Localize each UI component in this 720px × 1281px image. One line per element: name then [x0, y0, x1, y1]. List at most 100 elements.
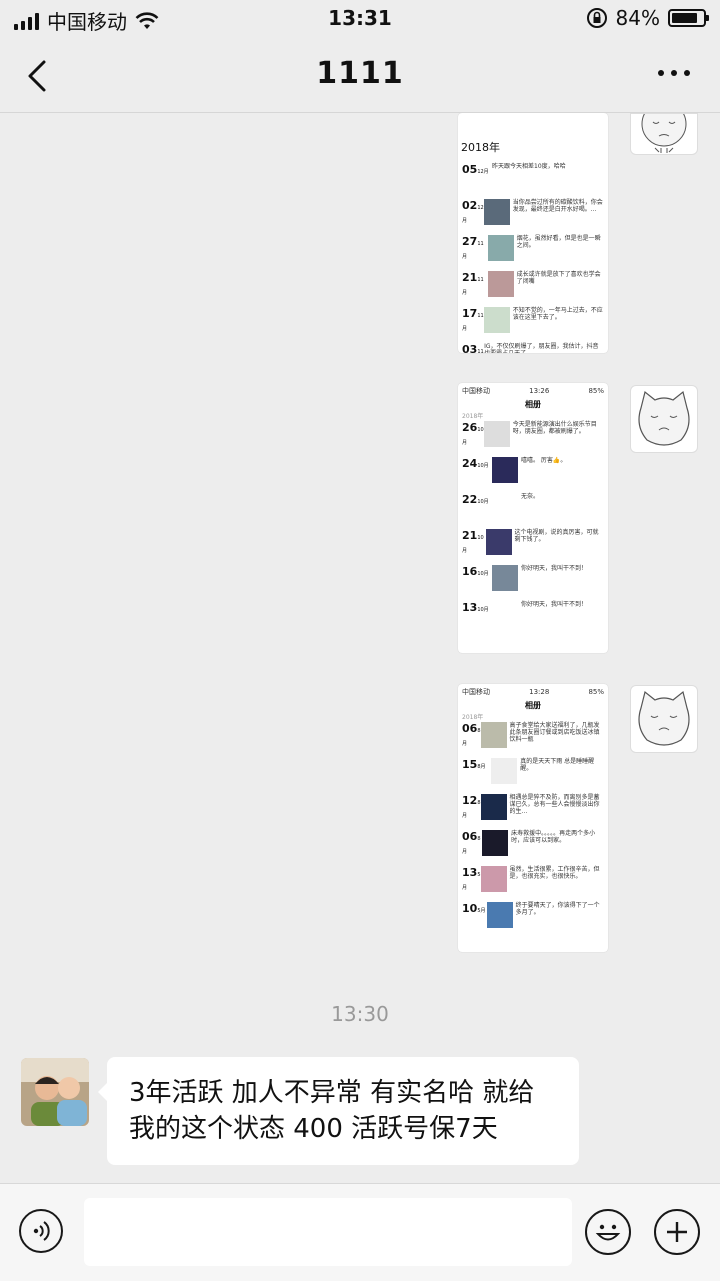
screenshot-entry: 128月 相遇总是猝不及防，而离别多是蓄谋已久，总有一些人会慢慢淡出你的生... — [458, 794, 608, 828]
entry-thumbnail — [492, 493, 518, 519]
children-photo-avatar-icon — [21, 1058, 89, 1126]
entry-text: 烟花，虽然好看，但是也是一瞬之间。 — [516, 235, 601, 249]
screenshot-year: 2018年 — [462, 714, 484, 721]
status-left: 中国移动 — [14, 6, 159, 35]
entry-date: 0512月 — [462, 163, 489, 176]
image-message[interactable]: 中国移动 13:28 85% 相册 2018年 068月 高子食堂给大家送福利了，… — [458, 684, 608, 952]
friend-avatar[interactable] — [21, 1058, 89, 1126]
entry-date: 1310月 — [462, 601, 489, 614]
entry-text: 无奈。 — [521, 493, 540, 500]
entry-date: 1711月 — [462, 307, 484, 332]
screenshot-entry: 2410月 嘻嘻。 厉害👍。 — [458, 457, 608, 491]
wifi-icon — [135, 11, 159, 29]
entry-text: 成长或许就是放下了喜欢也学会了闭嘴 — [516, 271, 601, 285]
entry-thumbnail — [483, 307, 510, 333]
entry-text: 虽然，生活很累，工作很辛苦，但是，也很充实，也很快乐。 — [509, 866, 600, 880]
friend-message-bubble[interactable]: 3年活跃 加人不异常 有实名哈 就给我的这个状态 400 活跃号保7天 — [98, 1057, 579, 1165]
entry-thumbnail — [480, 866, 507, 892]
back-arrow-icon[interactable] — [18, 56, 58, 96]
voice-icon — [33, 1221, 50, 1241]
entry-thumbnail — [487, 271, 514, 297]
entry-thumbnail — [480, 794, 507, 820]
entry-text: 床寿救援中。。。。。再走两个多小时，应该可以到家。 — [511, 830, 596, 844]
entry-date: 128月 — [462, 794, 481, 819]
screenshot-entry: 158月真的是天天下雨 总是睡睡醒醒。 — [458, 758, 608, 792]
screenshot-year-title: 2018年 — [461, 141, 500, 154]
battery-icon — [668, 9, 709, 27]
entry-text: 终于要晴天了，你该得下了一个多月了。 — [515, 902, 600, 916]
emoji-button[interactable] — [585, 1209, 631, 1255]
entry-date: 0311月 — [462, 343, 484, 353]
screenshot-status-bar: 中国移动 13:26 85% — [462, 387, 604, 395]
self-avatar[interactable] — [630, 113, 698, 155]
entry-date: 158月 — [462, 758, 486, 771]
entry-date: 068月 — [462, 830, 481, 855]
entry-thumbnail — [492, 601, 518, 627]
entry-thumbnail — [486, 902, 513, 928]
carrier-label: 中国移动 — [47, 10, 127, 34]
status-bar: 中国移动 13:31 84% — [0, 0, 720, 40]
entry-text: 相遇总是猝不及防，而离别多是蓄谋已久，总有一些人会慢慢淡出你的生... — [509, 794, 600, 815]
screenshot-entry: 0512月昨天跟今天相差10度，哈哈 — [458, 163, 608, 197]
entry-text: 高子食堂给大家送福利了，几瓶发此条朋友圈订餐或到店吃饭送冰镇饮料一瓶 — [509, 722, 600, 743]
screenshot-title: 相册 — [525, 400, 541, 409]
entry-thumbnail — [492, 457, 518, 483]
entry-thumbnail — [480, 722, 507, 748]
screenshot-entry: 0311月IG，不仅仅刷爆了，朋友圈，我估计，抖音也要霸占几天了。 — [458, 343, 608, 353]
screenshot-entry: 105月 终于要晴天了，你该得下了一个多月了。 — [458, 902, 608, 936]
entry-date: 1610月 — [462, 565, 489, 578]
entry-date: 2110月 — [462, 529, 484, 554]
battery-percent: 84% — [615, 6, 660, 30]
screenshot-entry: 0212月 当你品尝过所有的碳酸饮料，你会发现，最终还是白开水好喝。... — [458, 199, 608, 233]
crying-cat-avatar-icon — [641, 113, 687, 153]
message-input[interactable] — [84, 1198, 572, 1266]
entry-text: 这个电视剧，说的真厉害，可就剩下钱了。 — [514, 529, 599, 543]
crying-cat-avatar-icon — [638, 690, 690, 746]
entry-text: 你好明天，我叫干不到！ — [521, 565, 588, 572]
voice-input-button[interactable] — [19, 1209, 63, 1253]
entry-thumbnail — [491, 758, 518, 784]
signal-icon — [14, 12, 39, 30]
screenshot-entry: 2610月今天是新能源演出什么娱乐节目呀，朋友圈，都被刷爆了。 — [458, 421, 608, 455]
screenshot-entry: 1610月 你好明天，我叫干不到！ — [458, 565, 608, 599]
entry-date: 2610月 — [462, 421, 484, 446]
entry-date: 068月 — [462, 722, 481, 747]
entry-thumbnail — [487, 235, 514, 261]
screenshot-title: 相册 — [525, 701, 541, 710]
chat-title: 1111 — [316, 56, 404, 91]
entry-date: 135月 — [462, 866, 481, 891]
entry-date: 2210月 — [462, 493, 489, 506]
plus-icon — [667, 1222, 687, 1242]
screenshot-entry: 2711月 烟花，虽然好看，但是也是一瞬之间。 — [458, 235, 608, 269]
more-functions-button[interactable] — [654, 1209, 700, 1255]
screenshot-entry: 135月 虽然，生活很累，工作很辛苦，但是，也很充实，也很快乐。 — [458, 866, 608, 900]
self-avatar[interactable] — [630, 385, 698, 453]
status-right: 84% — [586, 6, 709, 30]
entry-date: 2410月 — [462, 457, 489, 470]
more-options-icon[interactable] — [658, 70, 690, 76]
screenshot-entry: 1310月你好明天，我叫干不到！ — [458, 601, 608, 635]
entry-text: 当你品尝过所有的碳酸饮料，你会发现，最终还是白开水好喝。... — [512, 199, 603, 213]
message-timestamp: 13:30 — [331, 1002, 389, 1026]
entry-text: 嘻嘻。 厉害👍。 — [521, 457, 567, 464]
nav-bar: 1111 — [0, 40, 720, 113]
rotation-lock-icon — [586, 8, 607, 28]
self-avatar[interactable] — [630, 685, 698, 753]
screenshot-entry: 068月 床寿救援中。。。。。再走两个多小时，应该可以到家。 — [458, 830, 608, 864]
entry-thumbnail — [483, 199, 510, 225]
crying-cat-avatar-icon — [638, 390, 690, 446]
entry-text: IG，不仅仅刷爆了，朋友圈，我估计，抖音也要霸占几天了。 — [484, 343, 599, 353]
entry-text: 昨天跟今天相差10度，哈哈 — [492, 163, 566, 170]
entry-date: 0212月 — [462, 199, 484, 224]
screenshot-entry: 2210月 无奈。 — [458, 493, 608, 527]
input-bar — [0, 1183, 720, 1281]
entry-date: 2111月 — [462, 271, 484, 296]
image-message[interactable]: 中国移动 13:26 85% 相册 2018年 2610月今天是新能源演出什么娱… — [458, 383, 608, 653]
screenshot-entry: 068月 高子食堂给大家送福利了，几瓶发此条朋友圈订餐或到店吃饭送冰镇饮料一瓶 — [458, 722, 608, 756]
screenshot-status-bar: 中国移动 13:28 85% — [462, 688, 604, 696]
entry-date: 2711月 — [462, 235, 484, 260]
screenshot-entry: 2110月 这个电视剧，说的真厉害，可就剩下钱了。 — [458, 529, 608, 563]
entry-date: 105月 — [462, 902, 486, 915]
